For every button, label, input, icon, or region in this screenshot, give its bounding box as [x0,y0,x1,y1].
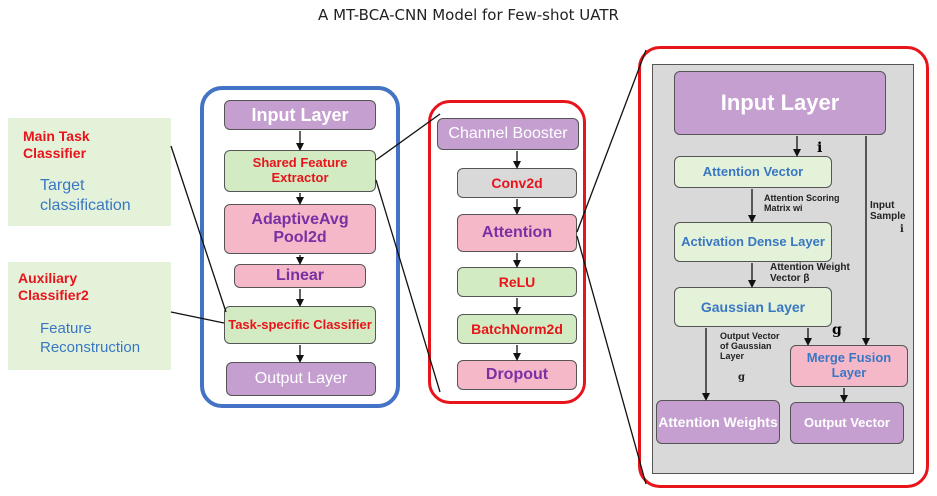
aux-task-title: Auxiliary Classifier2 [18,270,89,303]
adaptive-avg-pool: AdaptiveAvg Pool2d [224,204,376,254]
main-task-title: Main Task Classifier [23,128,90,161]
label-input-sample: Input Sample [870,200,906,222]
label-attention-weight-vector: Attention Weight Vector β [770,262,850,284]
booster-frame [428,100,586,404]
attention-output-vector: Output Vector [790,402,904,444]
merge-fusion-layer: Merge Fusion Layer [790,345,908,387]
label-g2: g [738,372,745,383]
attention-input-layer: Input Layer [674,71,886,135]
gaussian-layer: Gaussian Layer [674,287,832,327]
attention-frame [638,46,929,488]
activation-dense-layer: Activation Dense Layer [674,222,832,262]
label-attention-scoring: Attention Scoring Matrix wi [764,193,840,213]
aux-task-desc: Feature Reconstruction [40,320,141,356]
attention-layer: Attention [457,214,577,252]
model-input-layer: Input Layer [224,100,376,130]
model-frame [200,86,400,408]
attention-weights: Attention Weights [656,400,780,444]
attention-vector: Attention Vector [674,156,832,188]
label-output-gaussian: Output Vector of Gaussian Layer [720,331,780,361]
label-i2: i [900,224,904,235]
label-g: g [832,322,842,338]
shared-feature-extractor: Shared Feature Extractor [224,150,376,192]
task-specific-classifier: Task-specific Classifier [224,306,376,344]
label-i: i [817,140,823,156]
batchnorm-layer: BatchNorm2d [457,314,577,344]
aux-task-box: Auxiliary Classifier2 Feature Reconstruc… [8,262,171,370]
main-task-desc: Target classification [40,177,131,214]
model-output-layer: Output Layer [226,362,376,396]
main-task-box: Main Task Classifier Target classificati… [8,118,171,226]
page-title: A MT-BCA-CNN Model for Few-shot UATR [318,6,619,24]
channel-booster: Channel Booster [437,118,579,150]
